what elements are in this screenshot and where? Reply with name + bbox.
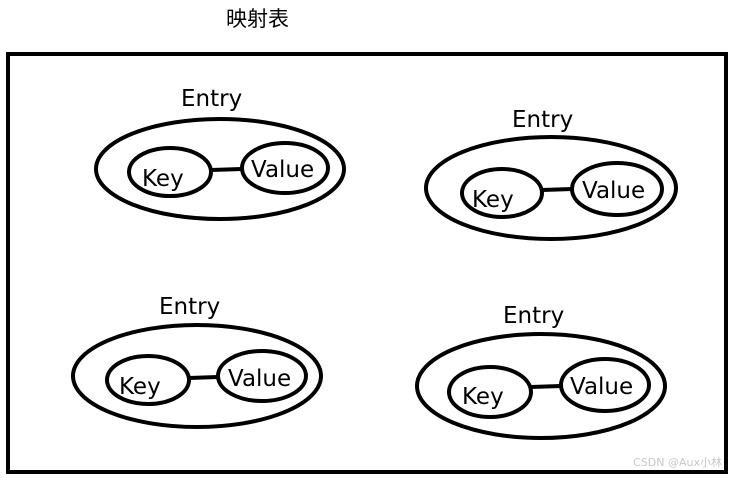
entry-group: Entry Key Value xyxy=(415,303,667,440)
key-value-link xyxy=(530,384,562,389)
entry-ellipse xyxy=(415,332,667,440)
entry-label: Entry xyxy=(503,303,564,329)
entry-ellipse xyxy=(94,117,346,221)
key-ellipse xyxy=(447,365,533,419)
entry-group: Entry Key Value xyxy=(424,107,678,241)
key-ellipse xyxy=(460,167,544,219)
value-label: Value xyxy=(228,366,291,392)
value-label: Value xyxy=(251,157,314,183)
value-ellipse xyxy=(240,141,330,195)
value-label: Value xyxy=(582,178,645,204)
entry-label: Entry xyxy=(181,86,242,112)
key-label: Key xyxy=(472,187,514,213)
key-value-link xyxy=(210,167,243,172)
key-label: Key xyxy=(119,374,161,400)
diagram-title: 映射表 xyxy=(226,7,289,31)
key-label: Key xyxy=(142,166,184,192)
value-ellipse xyxy=(559,357,651,413)
entry-group: Entry Key Value xyxy=(94,86,346,221)
entry-ellipse xyxy=(424,135,678,241)
key-label: Key xyxy=(462,384,504,410)
entry-label: Entry xyxy=(512,107,573,133)
key-value-link xyxy=(541,187,573,192)
value-label: Value xyxy=(570,374,633,400)
key-value-link xyxy=(188,375,219,380)
map-container xyxy=(6,52,728,474)
key-ellipse xyxy=(127,146,213,198)
entry-ellipse xyxy=(71,323,323,429)
key-ellipse xyxy=(105,354,191,406)
value-ellipse xyxy=(216,349,308,403)
watermark: CSDN @Aux小林 xyxy=(633,455,722,469)
entry-group: Entry Key Value xyxy=(71,294,323,429)
entry-label: Entry xyxy=(159,294,220,320)
